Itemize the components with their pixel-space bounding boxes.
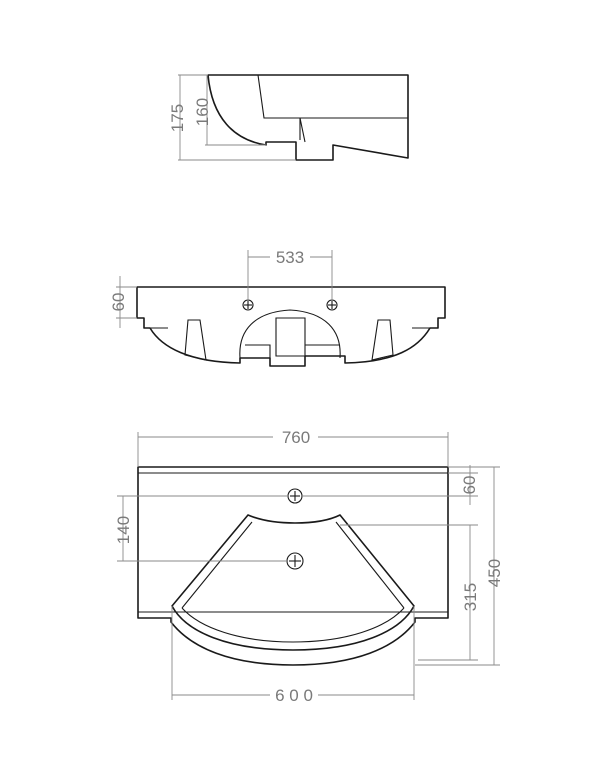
top-view-outline [137,466,449,666]
front-view-bowl-arch [239,309,341,359]
front-view: 533 60 [109,248,446,367]
dim-label-315: 315 [461,583,480,611]
dim-label-160: 160 [193,98,212,126]
side-view-lip-line [299,117,306,143]
dim-label-175: 175 [168,104,187,132]
front-view-slot-left [184,319,207,361]
tap-hole-icon [287,488,303,504]
dim-label-60-front: 60 [109,293,128,312]
front-view-slot-right [371,319,394,361]
top-view: 760 450 60 315 140 6 0 0 [114,428,504,705]
drain-hole-icon [286,552,304,570]
front-view-outline [136,286,446,367]
dim-label-60-top: 60 [460,476,479,495]
tap-hole-right-icon [326,299,338,311]
front-view-drain-block [275,317,306,357]
side-view: 175 160 [168,74,409,161]
top-view-bowl-inner [181,521,405,643]
top-view-bowl [171,514,415,651]
dim-label-533: 533 [276,248,304,267]
dim-label-140: 140 [114,516,133,544]
dim-label-600: 6 0 0 [275,686,313,705]
tap-hole-left-icon [242,299,254,311]
dim-label-760: 760 [282,428,310,447]
dim-label-450: 450 [485,559,504,587]
